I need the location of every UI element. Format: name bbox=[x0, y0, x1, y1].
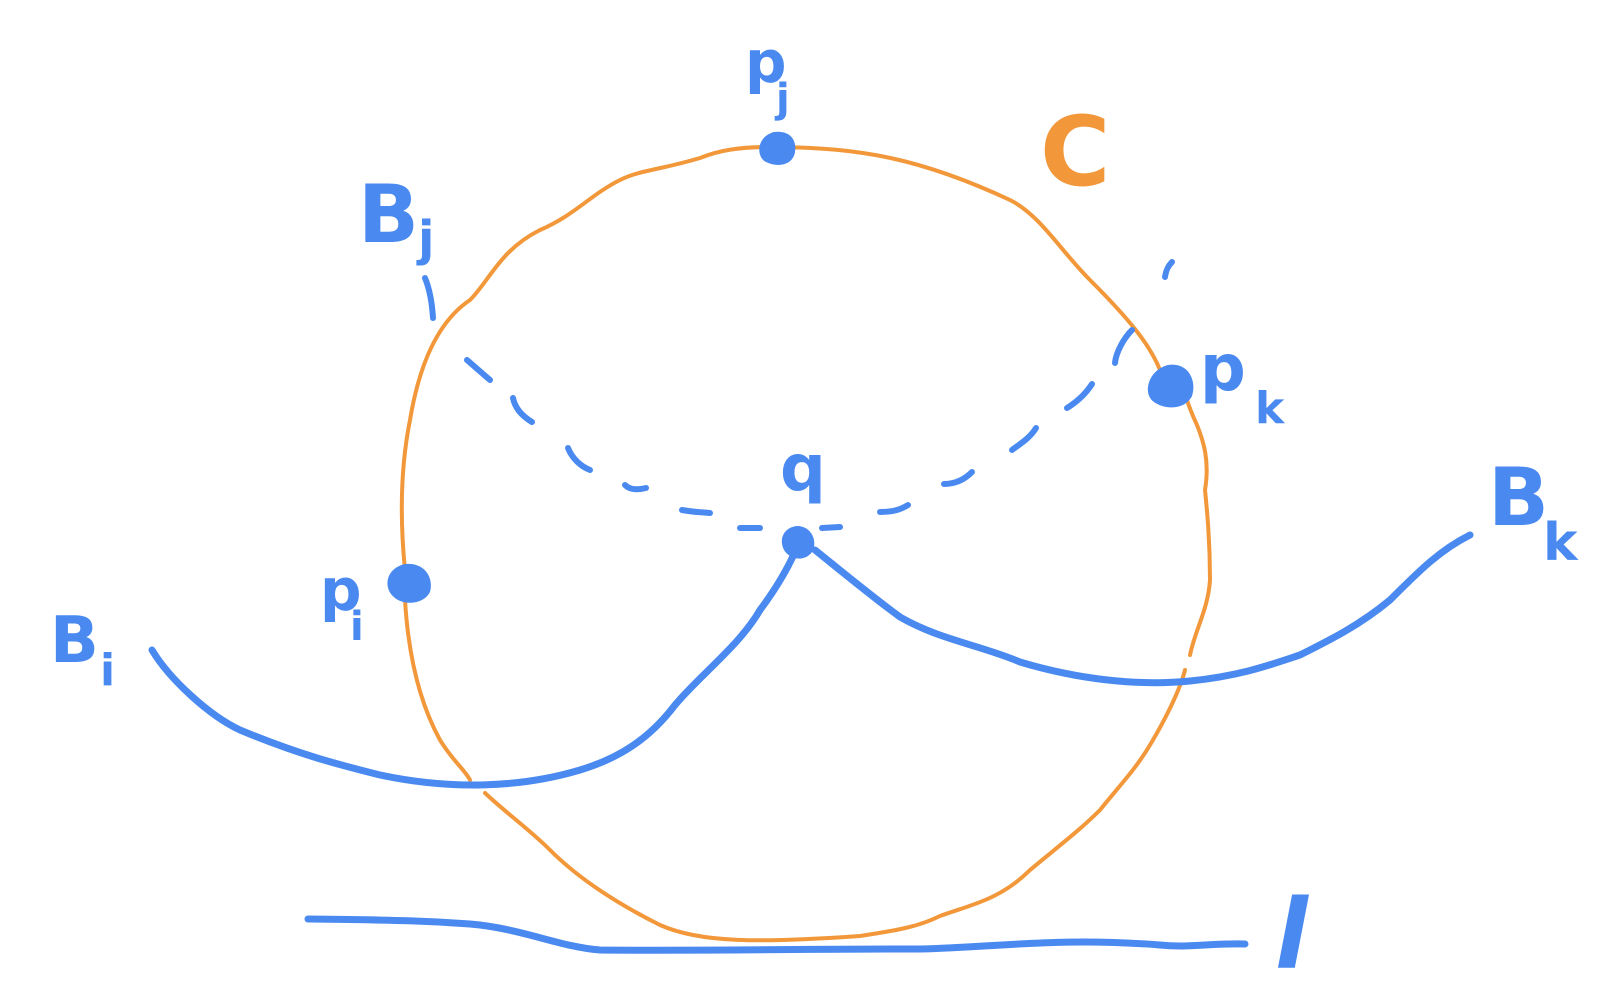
label-q: q bbox=[780, 432, 826, 506]
label-p-i-sub: i bbox=[350, 604, 364, 650]
curve-c bbox=[399, 145, 1212, 943]
label-b-k: B bbox=[1488, 451, 1549, 544]
label-b-i-sub: i bbox=[100, 645, 115, 696]
label-p-k: p bbox=[1200, 332, 1246, 406]
curve-b-i bbox=[148, 536, 804, 789]
label-p-k-sub: k bbox=[1255, 383, 1286, 434]
label-c: C bbox=[1040, 96, 1110, 208]
label-p-i: p bbox=[320, 556, 362, 624]
point-q bbox=[781, 526, 815, 559]
point-p-i bbox=[387, 563, 431, 603]
label-p-j: p bbox=[745, 28, 787, 96]
label-p-j-sub: j bbox=[774, 76, 790, 122]
line-l bbox=[304, 915, 1249, 954]
curve-b-j-dashed bbox=[422, 259, 1175, 531]
label-b-j: B bbox=[358, 168, 419, 261]
curve-b-k bbox=[811, 531, 1474, 687]
label-l: l bbox=[1275, 879, 1309, 991]
point-p-j bbox=[759, 131, 796, 165]
label-b-i: B bbox=[50, 604, 99, 678]
label-b-k-sub: k bbox=[1543, 513, 1579, 573]
label-b-j-sub: j bbox=[416, 211, 434, 267]
point-p-k bbox=[1147, 364, 1194, 408]
